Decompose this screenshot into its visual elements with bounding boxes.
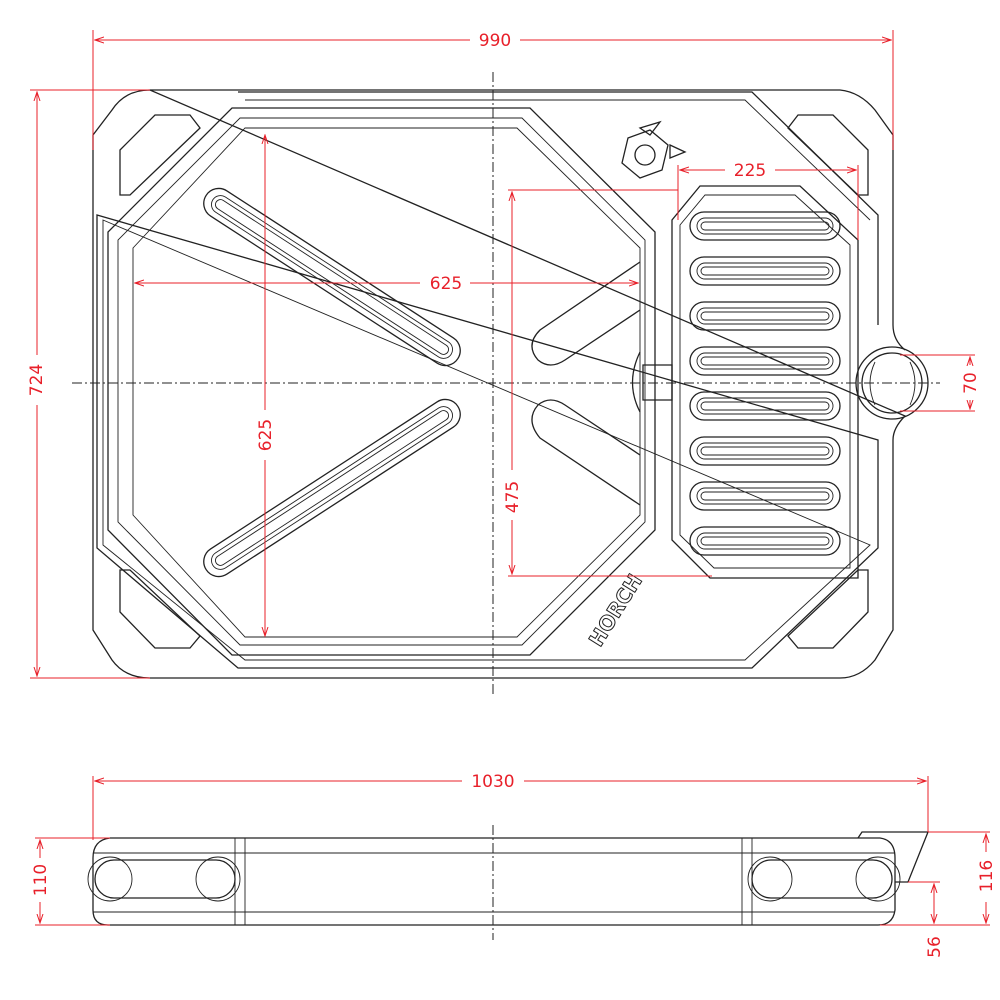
drainer-slot <box>700 356 830 366</box>
dim-side-length: 1030 <box>471 772 514 792</box>
drainer-slot <box>700 536 830 546</box>
dim-basin-depth: 625 <box>256 419 276 451</box>
drainer-panel <box>671 185 859 579</box>
drainer-slot <box>700 266 830 276</box>
side-view <box>87 825 929 940</box>
tray-outline <box>92 89 907 679</box>
drainer-slot <box>689 481 841 511</box>
drainer-slot <box>700 446 830 456</box>
drainer-slots <box>689 211 841 556</box>
basin-floor-line <box>132 127 641 638</box>
basin-inner-line <box>117 117 646 646</box>
drainer-slot <box>696 532 834 550</box>
drainer-slot <box>696 352 834 370</box>
handle-end <box>87 856 133 902</box>
handle-end <box>195 856 241 902</box>
basin-octagon <box>107 107 656 656</box>
drainer-slot <box>689 436 841 466</box>
dim-overall-width: 990 <box>479 31 511 51</box>
brand-logo: HORCH <box>583 120 687 651</box>
drainer-slot <box>689 301 841 331</box>
drainer-slot <box>696 262 834 280</box>
handle-left <box>94 859 236 899</box>
drainer-slot <box>689 346 841 376</box>
plan-view: HORCH <box>72 72 940 695</box>
overflow-connector <box>631 351 673 413</box>
dimensions: 990 724 625 625 475 225 70 1030 110 116 … <box>27 30 997 958</box>
side-outlet-spout <box>857 831 929 883</box>
handle-right <box>751 859 893 899</box>
drainer-slot <box>700 311 830 321</box>
handle-end <box>855 856 901 902</box>
corner-pad <box>119 114 201 196</box>
dim-outlet-height: 56 <box>925 936 945 958</box>
corner-pad <box>119 569 201 649</box>
drainer-slot <box>696 487 834 505</box>
dim-drainer-depth: 475 <box>503 481 523 513</box>
drainer-slot <box>689 211 841 241</box>
dim-side-height: 110 <box>31 864 51 896</box>
drainer-slot <box>696 217 834 235</box>
drainer-slot <box>700 221 830 231</box>
corner-pad <box>787 569 869 649</box>
drainer-slot <box>700 401 830 411</box>
rim-line <box>102 99 871 661</box>
corner-pad <box>787 114 869 196</box>
drainer-slot <box>696 442 834 460</box>
drainer-slot <box>696 397 834 415</box>
drainer-slot <box>689 391 841 421</box>
dim-side-height-outlet: 116 <box>977 860 997 892</box>
handle-end <box>747 856 793 902</box>
drainer-slot <box>689 256 841 286</box>
dim-outlet-diameter: 70 <box>961 372 981 394</box>
drainer-slot <box>700 491 830 501</box>
dim-overall-depth: 724 <box>27 364 47 396</box>
drainer-slot <box>696 307 834 325</box>
dim-basin-width: 625 <box>430 274 462 294</box>
dim-drainer-width: 225 <box>734 161 766 181</box>
basin-ribs <box>203 187 641 578</box>
drainer-slot <box>689 526 841 556</box>
logo-lettering: HORCH <box>584 570 647 651</box>
side-outline <box>92 837 896 926</box>
